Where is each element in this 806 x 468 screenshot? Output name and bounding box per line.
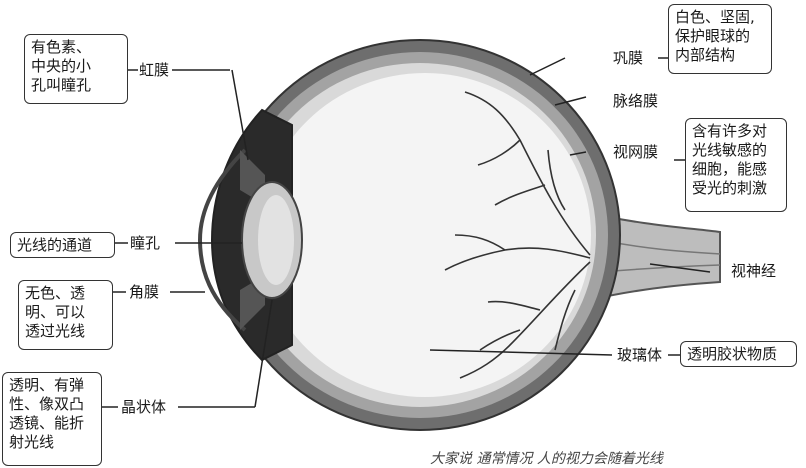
- pupil-label: 瞳孔: [129, 234, 161, 252]
- lens-note: 透明、有弹 性、像双凸 透镜、能折 射光线: [2, 372, 102, 466]
- lens-label: 晶状体: [120, 398, 167, 416]
- vitreous-label: 玻璃体: [616, 346, 663, 364]
- cornea-note: 无色、透 明、可以 透过光线: [18, 280, 113, 350]
- sclera-note: 白色、坚固, 保护眼球的 内部结构: [668, 4, 772, 74]
- footer-text: 大家说 通常情况 人的视力会随着光线: [430, 448, 663, 468]
- retina-note: 含有许多对 光线敏感的 细胞，能感 受光的刺激: [685, 118, 787, 212]
- optic-nerve-label: 视神经: [730, 262, 777, 280]
- pupil-note: 光线的通道: [10, 232, 115, 258]
- choroid-label: 脉络膜: [612, 92, 659, 110]
- iris-note: 有色素、 中央的小 孔叫瞳孔: [24, 34, 128, 104]
- sclera-label: 巩膜: [612, 49, 644, 67]
- retina-label: 视网膜: [612, 143, 659, 161]
- iris-label: 虹膜: [138, 61, 170, 79]
- vitreous-shape: [259, 73, 591, 397]
- vitreous-note: 透明胶状物质: [680, 341, 797, 367]
- cornea-label: 角膜: [128, 283, 160, 301]
